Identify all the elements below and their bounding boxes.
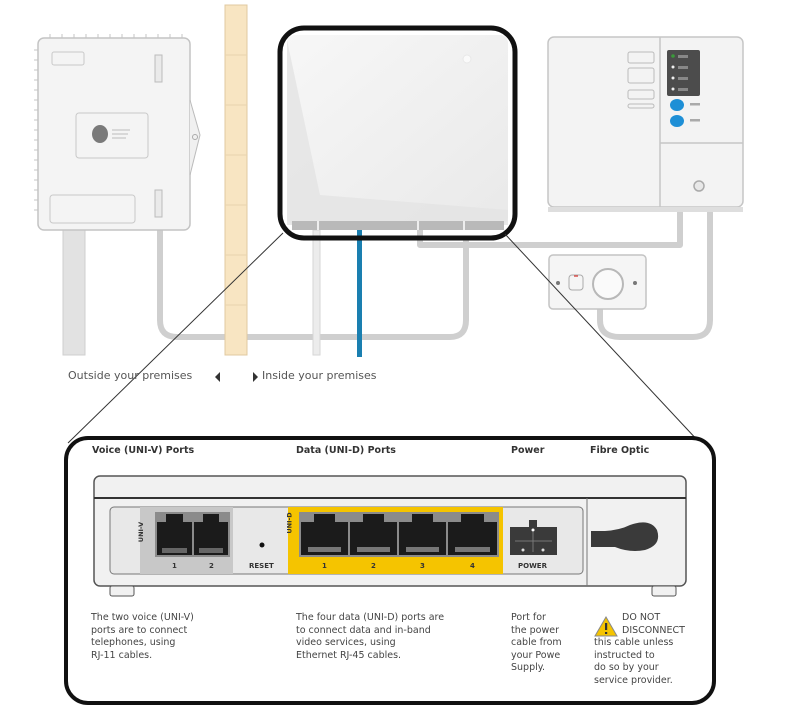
warning-line: DO NOT [622, 612, 661, 623]
fibre-warning-title: DO NOT DISCONNECT [622, 612, 685, 637]
data-port-3 [399, 514, 446, 555]
premises-connection-device [34, 34, 201, 231]
description-line: service provider. [594, 674, 673, 686]
status-led-icon [671, 76, 675, 80]
alarm-silence-button-icon [670, 99, 684, 111]
data-ports-header: Data (UNI-D) Ports [296, 445, 396, 456]
callout-line-left [67, 232, 284, 444]
voice-port-1 [157, 514, 192, 555]
power-header: Power [511, 445, 545, 456]
uni-d-label: UNI-D [285, 512, 294, 534]
status-led-panel [667, 50, 700, 96]
nbn-logo-icon [92, 125, 108, 143]
data-ports-description: The four data (UNI-D) ports are to conne… [296, 612, 444, 662]
warning-triangle-icon [594, 616, 618, 637]
description-line: RJ-11 cables. [91, 649, 153, 661]
ntd-rear-panel [93, 475, 687, 597]
triangle-right-icon [253, 372, 258, 382]
description-line: to connect data and in-band [296, 624, 431, 636]
blue-ethernet-cable [357, 225, 362, 357]
data-port-number: 3 [420, 562, 425, 570]
description-line: telephones, using [91, 637, 176, 648]
triangle-left-icon [215, 372, 220, 382]
description-line: your Powe [511, 649, 561, 661]
wall-power-socket [548, 254, 647, 310]
description-line: Port for [511, 612, 546, 623]
data-port-2 [350, 514, 397, 555]
data-port-number: 1 [322, 562, 327, 570]
conduit-pipe [62, 224, 86, 356]
nbn-logo-mark-icon [462, 54, 472, 64]
description-line: cable from [511, 637, 562, 648]
voice-ports-description: The two voice (UNI-V) ports are to conne… [91, 612, 194, 662]
power-plug-icon [592, 268, 624, 300]
voice-port-number: 2 [209, 562, 214, 570]
voice-ports-header: Voice (UNI-V) Ports [92, 445, 195, 456]
reset-pinhole [259, 542, 265, 548]
data-port-4 [448, 514, 497, 555]
data-port-number: 2 [371, 562, 376, 570]
status-led-icon [671, 65, 675, 69]
description-line: the power [511, 624, 559, 636]
description-line: The two voice (UNI-V) [91, 612, 194, 623]
data-port-1 [301, 514, 348, 555]
fibre-optic-cable [591, 522, 659, 551]
reset-label: RESET [249, 562, 274, 570]
power-description: Port for the power cable from your Powe … [511, 612, 562, 675]
data-port-number: 4 [470, 562, 475, 570]
voice-port-2 [194, 514, 228, 555]
psu-to-socket-cable [597, 197, 713, 340]
description-line: The four data (UNI-D) ports are [296, 612, 445, 623]
power-connector [510, 520, 557, 555]
screw-icon [693, 180, 705, 192]
description-line: ports are to connect [91, 624, 188, 636]
description-line: instructed to [594, 649, 655, 661]
inside-premises-label: Inside your premises [262, 369, 377, 382]
network-termination-device [277, 25, 518, 241]
warning-line: DISCONNECT [622, 624, 685, 636]
description-line: this cable unless [594, 637, 674, 648]
callout-line-right [504, 233, 701, 444]
description-line: video services, using [296, 637, 396, 648]
description-line: do so by your [594, 662, 659, 673]
power-port-label: POWER [518, 562, 547, 570]
battery-test-button-icon [670, 115, 684, 127]
voice-port-number: 1 [172, 562, 177, 570]
fibre-optic-header: Fibre Optic [590, 445, 650, 456]
white-cable [312, 229, 321, 356]
outside-premises-label: Outside your premises [68, 369, 193, 382]
power-led-icon [671, 54, 675, 58]
uni-v-label: UNI-V [137, 521, 146, 543]
power-supply-unit [547, 36, 744, 212]
status-led-icon [671, 87, 675, 91]
wall-divider [224, 4, 248, 356]
description-line: Ethernet RJ-45 cables. [296, 649, 402, 661]
fibre-warning-body: this cable unless instructed to do so by… [594, 637, 673, 687]
description-line: Supply. [511, 662, 546, 673]
